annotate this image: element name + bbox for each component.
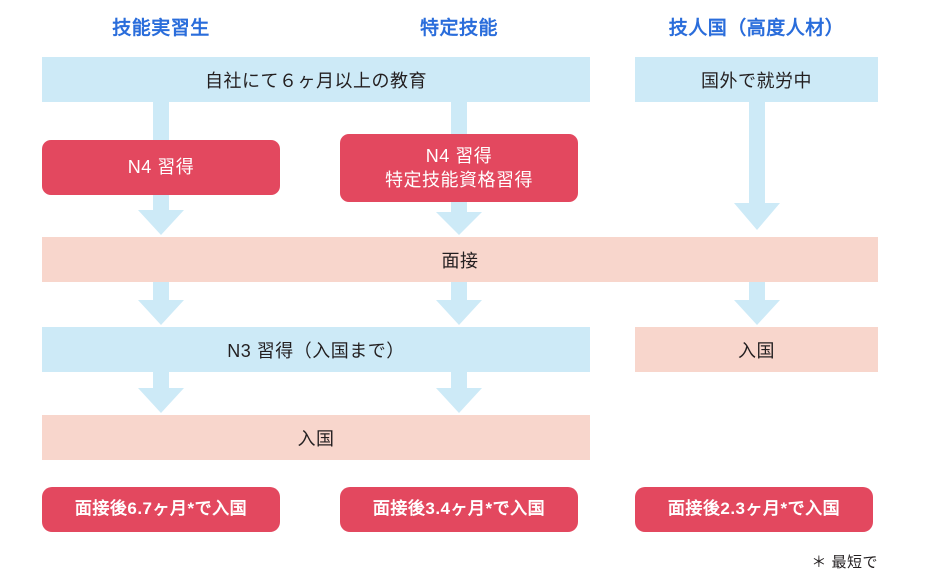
- column-header-tokutei-ginou: 特定技能: [419, 18, 498, 39]
- step-box-interview: 面接: [42, 237, 878, 282]
- step-pill-n4: N4 習得: [42, 140, 280, 195]
- result-pill-label: 面接後6.7ヶ月*で入国: [74, 499, 248, 519]
- connector-arrow-working-abroad-to-interview: [734, 102, 780, 235]
- step-box-education: 自社にて６ヶ月以上の教育: [42, 57, 590, 102]
- column-header-gijinkoku: 技人国（高度人材）: [668, 18, 845, 39]
- result-pill-gijinkoku: 面接後2.3ヶ月*で入国: [635, 487, 873, 532]
- column-header-ginou-jisshusei: 技能実習生: [112, 18, 210, 39]
- result-pill-label: 面接後3.4ヶ月*で入国: [372, 499, 546, 519]
- step-pill-n4-plus-line2: 特定技能資格習得: [385, 170, 533, 190]
- step-box-n3: N3 習得（入国まで）: [42, 327, 590, 372]
- connector-stem-education-to-n4-plus: [451, 102, 467, 134]
- step-box-entry-left: 入国: [42, 415, 590, 460]
- connector-arrow-interview-to-entry-right: [734, 282, 780, 327]
- step-box-working-abroad: 国外で就労中: [635, 57, 878, 102]
- step-pill-n4-plus-line1: N4 習得: [425, 145, 493, 166]
- connector-arrow-interview-to-n3: [138, 282, 184, 327]
- connector-arrow-n4-to-interview: [138, 195, 184, 237]
- connector-arrow-n3-to-entry: [138, 372, 184, 415]
- connector-stem-education-to-n4: [153, 102, 169, 140]
- step-box-entry-right: 入国: [635, 327, 878, 372]
- step-pill-n4-plus-tokutei: N4 習得 特定技能資格習得: [340, 134, 578, 202]
- result-pill-tokutei-ginou: 面接後3.4ヶ月*で入国: [340, 487, 578, 532]
- result-pill-label: 面接後2.3ヶ月*で入国: [667, 499, 841, 519]
- connector-arrow-n3-to-entry-secondary: [436, 372, 482, 415]
- connector-arrow-interview-to-n3-secondary: [436, 282, 482, 327]
- step-pill-n4-label: N4 習得: [127, 157, 195, 178]
- result-pill-ginou-jisshusei: 面接後6.7ヶ月*で入国: [42, 487, 280, 532]
- connector-arrow-n4-plus-to-interview: [436, 202, 482, 237]
- footnote-shortest: ＊ 最短で: [811, 554, 878, 571]
